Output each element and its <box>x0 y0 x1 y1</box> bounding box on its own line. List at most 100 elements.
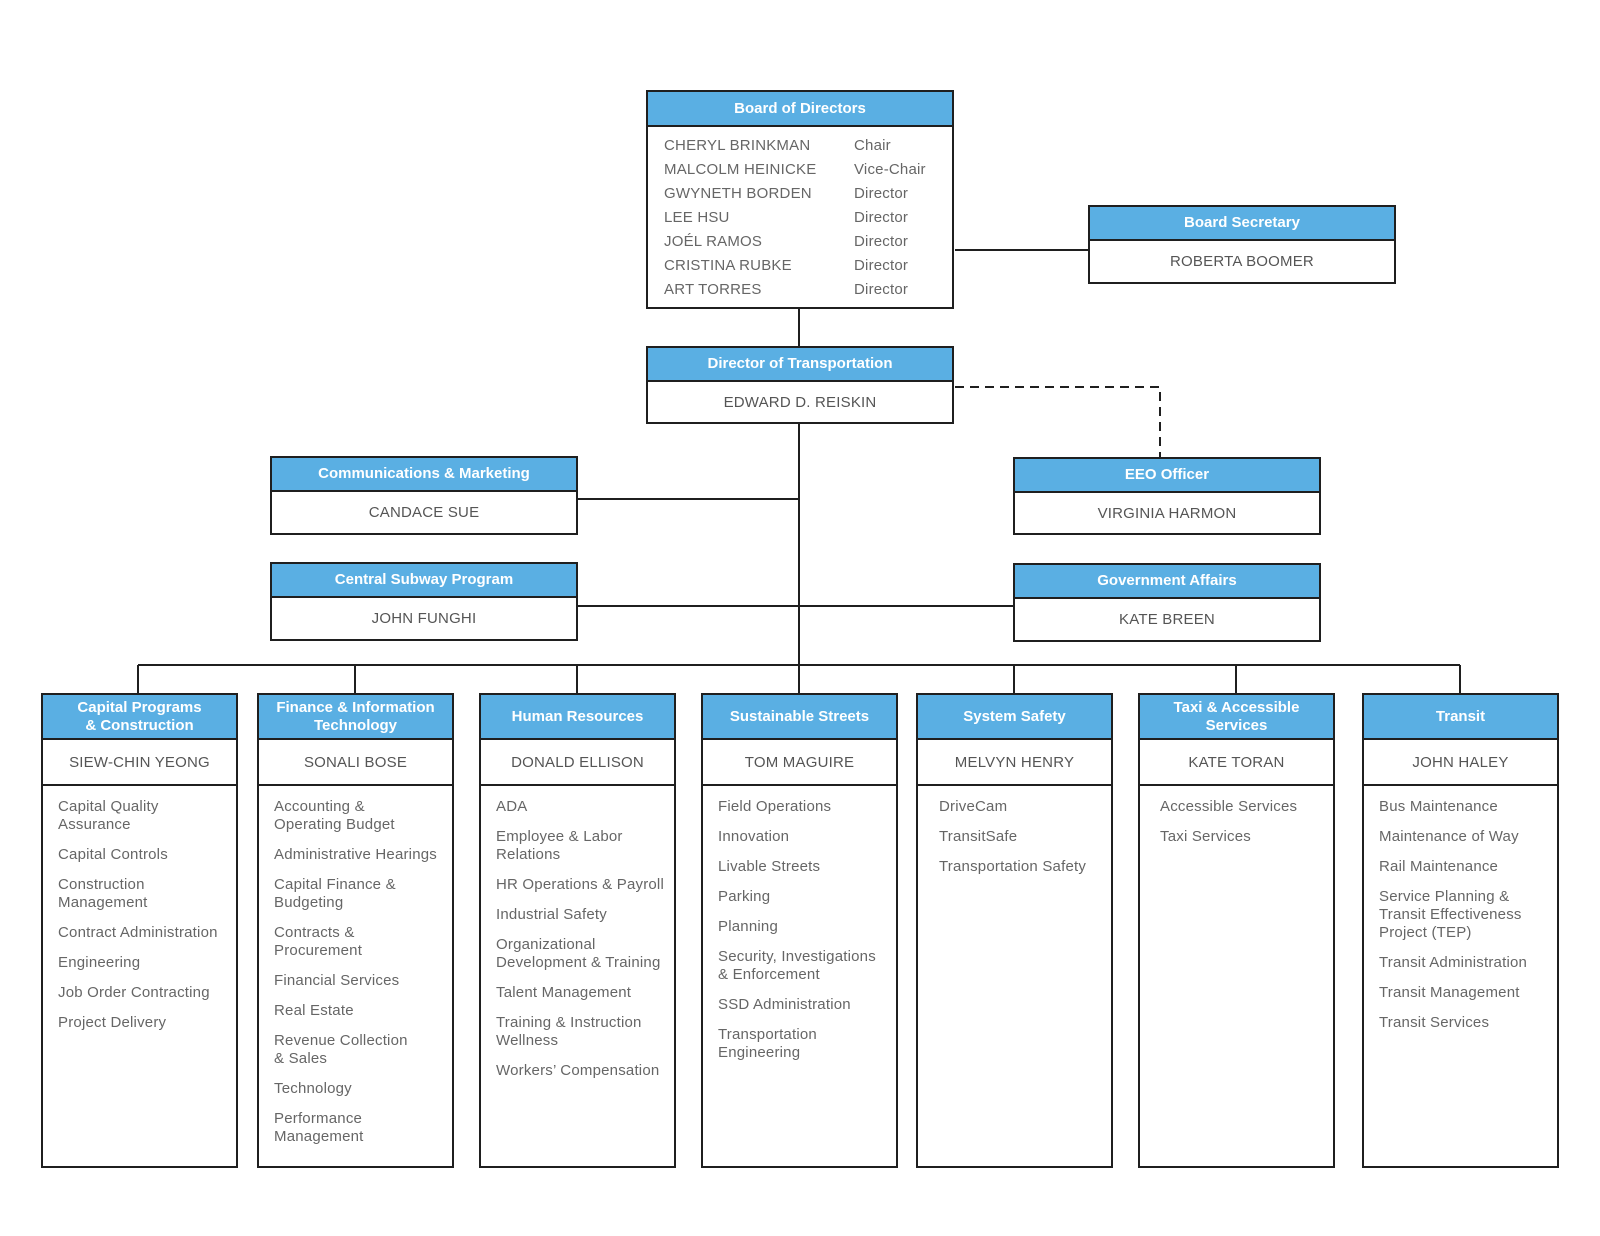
unit-item: Administrative Hearings <box>274 846 437 863</box>
board-secretary-title: Board Secretary <box>1090 207 1394 241</box>
division-units-list: DriveCam TransitSafe Transportation Safe… <box>918 786 1111 876</box>
government-affairs-title: Government Affairs <box>1015 565 1319 599</box>
eeo-officer-box: EEO Officer VIRGINIA HARMON <box>1013 457 1321 535</box>
division-title: Transit <box>1364 695 1557 740</box>
division-units-list: Capital Quality Assurance Capital Contro… <box>43 786 236 1032</box>
unit-item: Capital Finance & Budgeting <box>274 876 396 911</box>
member-role: Director <box>854 208 909 226</box>
central-subway-name: JOHN FUNGHI <box>371 610 477 627</box>
unit-item: Transit Services <box>1379 1014 1490 1031</box>
member-role: Director <box>854 256 909 274</box>
division-head-name: TOM MAGUIRE <box>703 740 896 786</box>
unit-item: Planning <box>718 918 778 935</box>
unit-item: ADA <box>496 798 528 815</box>
member-role: Director <box>854 280 909 298</box>
board-member: MALCOLM HEINICKE Vice-Chair <box>664 157 952 181</box>
board-member: CHERYL BRINKMAN Chair <box>664 133 952 157</box>
board-member: CRISTINA RUBKE Director <box>664 253 952 277</box>
division-head-name: MELVYN HENRY <box>918 740 1111 786</box>
board-member: LEE HSU Director <box>664 205 952 229</box>
unit-item: Construction Management <box>58 876 148 911</box>
board-of-directors-box: Board of Directors CHERYL BRINKMAN Chair… <box>646 90 954 309</box>
division-title: Capital Programs & Construction <box>43 695 236 740</box>
board-of-directors-title: Board of Directors <box>648 92 952 127</box>
unit-item: Project Delivery <box>58 1014 167 1031</box>
unit-item: Transit Management <box>1379 984 1520 1001</box>
division-title: Finance & Information Technology <box>259 695 452 740</box>
unit-item: Talent Management <box>496 984 632 1001</box>
unit-item: SSD Administration <box>718 996 851 1013</box>
division-title: System Safety <box>918 695 1111 740</box>
communications-title: Communications & Marketing <box>272 458 576 492</box>
eeo-officer-name: VIRGINIA HARMON <box>1097 504 1237 522</box>
unit-item: TransitSafe <box>939 828 1018 845</box>
unit-item: Transportation Engineering <box>718 1026 817 1061</box>
eeo-officer-title: EEO Officer <box>1015 459 1319 493</box>
division-title: Human Resources <box>481 695 674 740</box>
member-name: CHERYL BRINKMAN <box>664 136 811 154</box>
central-subway-box: Central Subway Program JOHN FUNGHI <box>270 562 578 641</box>
division-head-name: SONALI BOSE <box>259 740 452 786</box>
unit-item: Transportation Safety <box>939 858 1087 875</box>
member-name: CRISTINA RUBKE <box>664 256 792 274</box>
board-member: GWYNETH BORDEN Director <box>664 181 952 205</box>
division-human-resources: Human Resources DONALD ELLISON ADA Emplo… <box>479 693 676 1168</box>
unit-item: Accounting & Operating Budget <box>274 798 395 833</box>
division-finance-it: Finance & Information Technology SONALI … <box>257 693 454 1168</box>
board-secretary-name: ROBERTA BOOMER <box>1170 253 1314 270</box>
unit-item: Taxi Services <box>1160 828 1251 845</box>
member-name: GWYNETH BORDEN <box>664 184 812 202</box>
division-title: Taxi & Accessible Services <box>1140 695 1333 740</box>
communications-box: Communications & Marketing CANDACE SUE <box>270 456 578 535</box>
member-name: LEE HSU <box>664 208 730 226</box>
member-role: Director <box>854 232 909 250</box>
unit-item: Financial Services <box>274 972 400 989</box>
unit-item: Real Estate <box>274 1002 354 1019</box>
unit-item: Security, Investigations & Enforcement <box>718 948 876 983</box>
unit-item: Performance Management <box>274 1110 364 1145</box>
central-subway-title: Central Subway Program <box>272 564 576 598</box>
government-affairs-box: Government Affairs KATE BREEN <box>1013 563 1321 642</box>
unit-item: Contract Administration <box>58 924 218 941</box>
division-head-name: SIEW-CHIN YEONG <box>43 740 236 786</box>
division-sustainable-streets: Sustainable Streets TOM MAGUIRE Field Op… <box>701 693 898 1168</box>
member-name: MALCOLM HEINICKE <box>664 160 817 178</box>
unit-item: HR Operations & Payroll <box>496 876 664 893</box>
unit-item: Field Operations <box>718 798 832 815</box>
unit-item: Engineering <box>58 954 141 971</box>
board-member: ART TORRES Director <box>664 277 952 301</box>
unit-item: Job Order Contracting <box>58 984 210 1001</box>
unit-item: Transit Administration <box>1379 954 1528 971</box>
division-units-list: Accounting & Operating Budget Administra… <box>259 786 452 1146</box>
division-taxi-accessible: Taxi & Accessible Services KATE TORAN Ac… <box>1138 693 1335 1168</box>
director-title: Director of Transportation <box>648 348 952 382</box>
unit-item: Employee & Labor Relations <box>496 828 623 863</box>
board-members-list: CHERYL BRINKMAN Chair MALCOLM HEINICKE V… <box>648 127 952 301</box>
member-name: ART TORRES <box>664 280 762 298</box>
division-head-name: JOHN HALEY <box>1364 740 1557 786</box>
unit-item: Technology <box>274 1080 352 1097</box>
eeo-dashed-line <box>955 386 1161 458</box>
board-member: JOÉL RAMOS Director <box>664 229 952 253</box>
unit-item: Innovation <box>718 828 790 845</box>
division-units-list: Accessible Services Taxi Services <box>1140 786 1333 846</box>
division-units-list: Bus Maintenance Maintenance of Way Rail … <box>1364 786 1557 1032</box>
communications-name: CANDACE SUE <box>368 504 480 521</box>
unit-item: Maintenance of Way <box>1379 828 1519 845</box>
division-system-safety: System Safety MELVYN HENRY DriveCam Tran… <box>916 693 1113 1168</box>
division-units-list: Field Operations Innovation Livable Stre… <box>703 786 896 1062</box>
division-head-name: KATE TORAN <box>1140 740 1333 786</box>
unit-item: Workers’ Compensation <box>496 1062 660 1079</box>
member-role: Chair <box>854 136 891 154</box>
division-transit: Transit JOHN HALEY Bus Maintenance Maint… <box>1362 693 1559 1168</box>
unit-item: Livable Streets <box>718 858 821 875</box>
division-head-name: DONALD ELLISON <box>481 740 674 786</box>
government-affairs-name: KATE BREEN <box>1119 611 1215 628</box>
unit-item: DriveCam <box>939 798 1008 815</box>
division-title: Sustainable Streets <box>703 695 896 740</box>
unit-item: Rail Maintenance <box>1379 858 1499 875</box>
member-name: JOÉL RAMOS <box>664 232 763 250</box>
unit-item: Parking <box>718 888 771 905</box>
unit-item: Revenue Collection & Sales <box>274 1032 408 1067</box>
